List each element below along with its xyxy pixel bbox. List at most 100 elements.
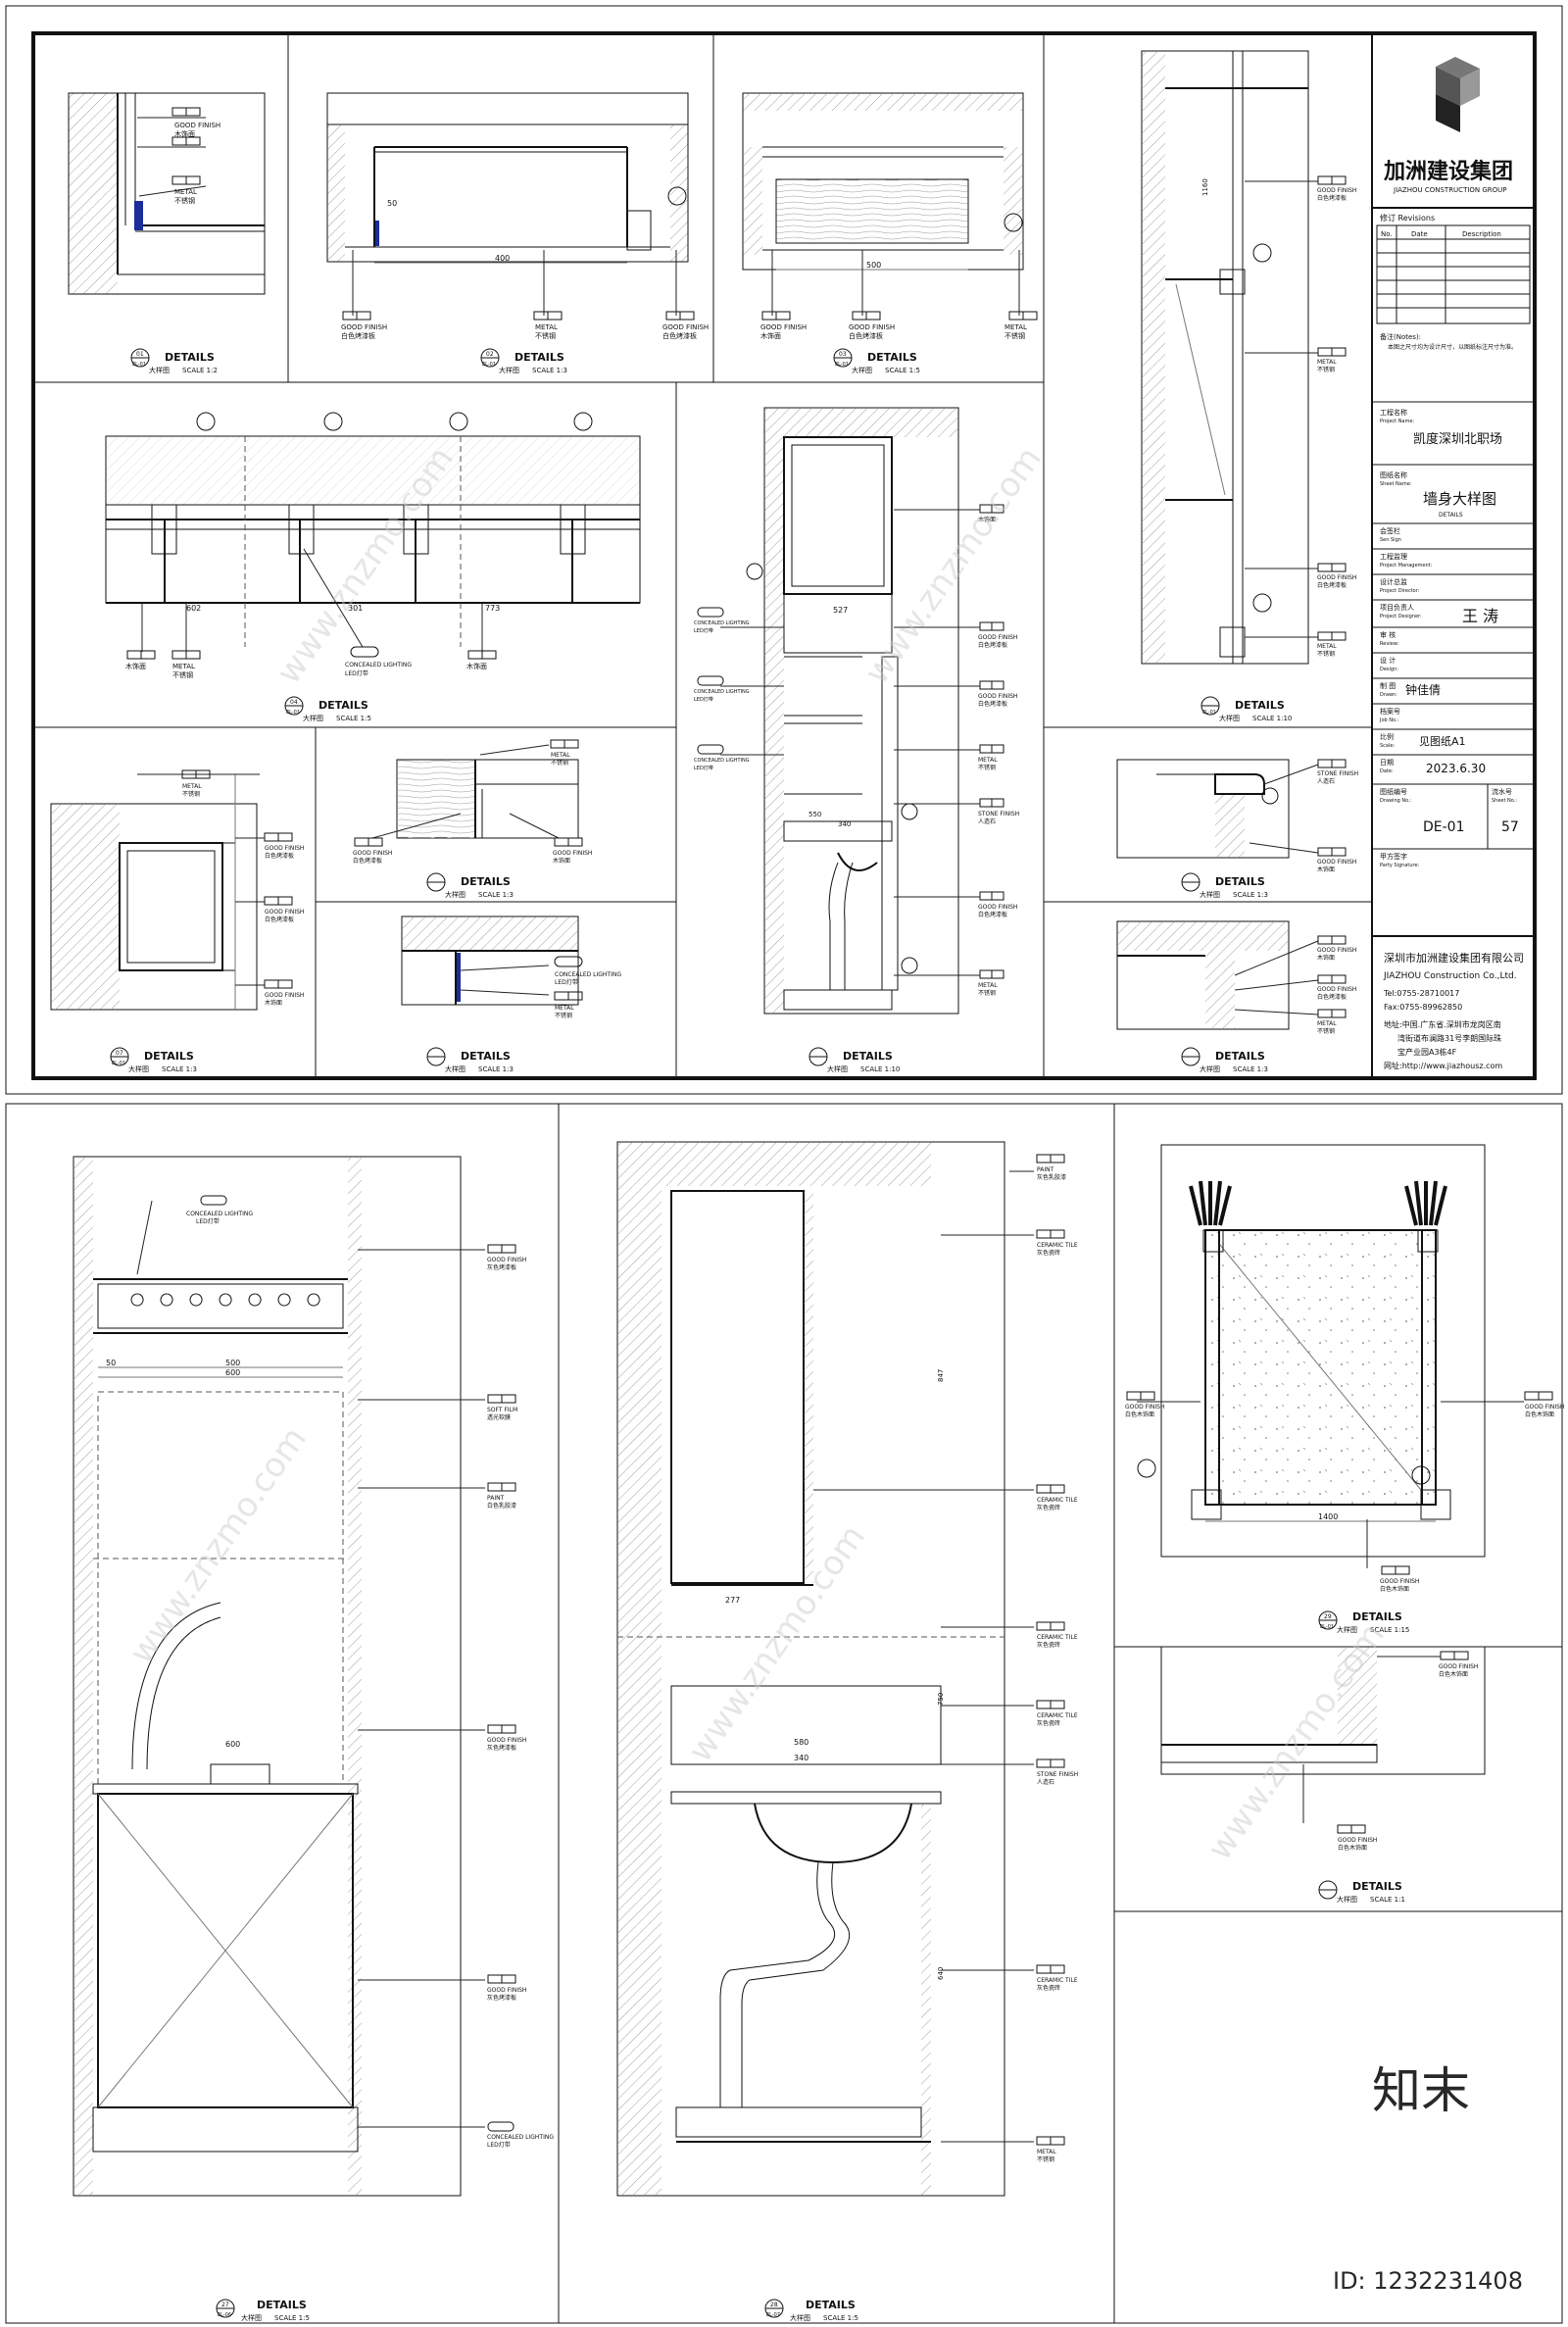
label-good-finish: GOOD FINISH	[265, 909, 304, 916]
firm-address-3: 宝产业园A3栋4F	[1397, 1047, 1457, 1057]
label-concealed-lighting: CONCEALED LIGHTING	[186, 1211, 253, 1217]
tag-sub: 大样图	[790, 2313, 810, 2322]
label-good-finish: GOOD FINISH	[487, 1987, 526, 1994]
title-tag-27: 27 EL-06 DETAILS 大样图 SCALE 1:5	[216, 2299, 310, 2322]
row-label: 会签栏	[1380, 526, 1400, 535]
label-wood-white: 白色烤漆板	[265, 916, 294, 923]
designer-label: 项目负责人	[1380, 603, 1414, 612]
tag-sub: 大样图	[852, 366, 872, 374]
label-good-finish: GOOD FINISH	[174, 122, 220, 129]
label-led: LED灯带	[694, 627, 713, 634]
dim-640: 640	[937, 1967, 945, 1980]
label-good-finish: GOOD FINISH	[1525, 1404, 1564, 1411]
review-label-en: Review:	[1380, 641, 1399, 647]
label-stainless: 不锈钢	[174, 196, 195, 205]
detail-28: 277 580 340 847 750 640 PAINT 灰色乳胶漆 CERA…	[616, 1141, 1078, 2322]
label-grey-tile: 灰色瓷砖	[1037, 1249, 1060, 1257]
company-name-cn: 加洲建设集团	[1383, 159, 1513, 184]
label-good-finish: GOOD FINISH	[553, 850, 592, 857]
tag-number: 28	[770, 2302, 778, 2308]
scale-label-en: Scale:	[1380, 743, 1395, 749]
label-concealed-lighting: CONCEALED LIGHTING	[487, 2134, 554, 2141]
firm-web: 网址:http://www.jiazhousz.com	[1384, 1061, 1502, 1070]
label-stone-art: 人造石	[1317, 777, 1335, 785]
company-logo-icon	[1436, 57, 1480, 132]
dim-500: 500	[866, 261, 881, 270]
dim-773: 773	[485, 604, 500, 613]
title-tag-vanity: DETAILS 大样图 SCALE 1:10	[808, 1047, 900, 1073]
label-good-finish: GOOD FINISH	[1317, 187, 1356, 194]
label-grey-tile: 灰色瓷砖	[1037, 1641, 1060, 1649]
tag-scale: SCALE 1:5	[885, 367, 920, 374]
firm-tel: Tel:0755-28710017	[1383, 989, 1459, 998]
label-good-finish: GOOD FINISH	[1380, 1578, 1419, 1585]
row-label: 设计总监	[1380, 577, 1407, 586]
tag-sub: 大样图	[149, 366, 170, 374]
watermark-site: www.znzmo.com	[681, 1518, 873, 1769]
label-concealed-lighting: CONCEALED LIGHTING	[345, 662, 412, 668]
tag-title: DETAILS	[867, 351, 917, 364]
label-good-finish: GOOD FINISH	[978, 693, 1017, 700]
row-label-en: Sen Sign	[1380, 537, 1401, 543]
tag-number: 27	[221, 2302, 229, 2308]
sheet-name-en: DETAILS	[1439, 512, 1463, 519]
label-grey-tile: 灰色瓷砖	[1037, 1719, 1060, 1727]
tag-title: DETAILS	[461, 875, 511, 888]
dim-400: 400	[495, 254, 510, 263]
title-tag-stone: DETAILS 大样图 SCALE 1:3	[1181, 872, 1268, 899]
tag-sub: 大样图	[128, 1064, 149, 1073]
label-stainless: 不锈钢	[555, 1012, 572, 1019]
label-led: LED灯带	[487, 2141, 511, 2149]
upper-detail-titles: 01 EL-01 DETAILS 大样图 SCALE 1:2 02 EL-01 …	[110, 348, 1292, 1073]
label-wood-white: 白色烤漆板	[849, 331, 883, 340]
label-good-finish: GOOD FINISH	[1317, 574, 1356, 581]
label-stone-finish: STONE FINISH	[1037, 1771, 1078, 1778]
label-led: LED灯带	[196, 1217, 220, 1225]
review-label: 审 核	[1380, 630, 1396, 639]
tag-ref: EL-07	[766, 2312, 780, 2318]
label-metal: METAL	[1317, 643, 1337, 650]
tag-sub: 大样图	[499, 366, 519, 374]
drawer-signature: 钟佳倩	[1405, 682, 1441, 697]
dim-580: 580	[794, 1738, 808, 1747]
title-tag-01: 01 EL-01 DETAILS 大样图 SCALE 1:2	[130, 348, 218, 374]
label-stainless: 不锈钢	[1037, 2155, 1054, 2163]
tag-sub: 大样图	[1200, 890, 1220, 899]
title-tag-29: 29 EL-01 DETAILS 大样图 SCALE 1:15	[1318, 1610, 1409, 1634]
tag-title: DETAILS	[1235, 699, 1285, 712]
dim-340: 340	[838, 820, 851, 828]
tag-ref: EL-01	[132, 362, 146, 368]
notes-text: 本图之尺寸均为设计尺寸，以图纸标注尺寸为准。	[1388, 343, 1517, 351]
party-label: 甲方签字	[1380, 852, 1407, 861]
label-good-finish: GOOD FINISH	[662, 323, 709, 331]
detail-04: 602 301 773 木饰面 METAL 不锈钢 CONCEALED LIGH…	[105, 412, 641, 679]
tag-sub: 大样图	[1337, 1895, 1357, 1904]
drawing-no-label: 图纸编号	[1380, 787, 1407, 796]
tag-title: DETAILS	[843, 1050, 893, 1063]
tag-title: DETAILS	[1352, 1880, 1402, 1893]
label-good-finish: GOOD FINISH	[849, 323, 895, 331]
dim-50: 50	[106, 1359, 116, 1367]
label-stainless: 不锈钢	[551, 759, 568, 767]
detail-29: 1400 GOOD FINISH 白色木饰面 GOOD FINISH 白色木饰面…	[1125, 1144, 1564, 1634]
label-white-wood: 白色木饰面	[1380, 1585, 1409, 1593]
tag-number: 02	[486, 351, 494, 358]
label-good-finish: GOOD FINISH	[1338, 1837, 1377, 1844]
title-tag-28: 28 EL-07 DETAILS 大样图 SCALE 1:5	[764, 2299, 858, 2322]
row-label-en: Project Management:	[1380, 563, 1433, 569]
tag-ref: EL-01	[835, 362, 849, 368]
tag-scale: SCALE 1:1	[1370, 1896, 1405, 1904]
rev-col-no: No.	[1381, 230, 1393, 238]
tag-scale: SCALE 1:3	[478, 891, 514, 899]
label-metal: METAL	[1317, 359, 1337, 366]
tag-sub: 大样图	[1219, 714, 1240, 722]
title-block: 加洲建设集团 JIAZHOU CONSTRUCTION GROUP 修订 Rev…	[1372, 57, 1535, 1070]
label-good-finish: GOOD FINISH	[1317, 947, 1356, 954]
title-tag-wood-corner: DETAILS 大样图 SCALE 1:1	[1318, 1880, 1405, 1904]
row-label-en: Project Director:	[1380, 588, 1420, 594]
label-metal: METAL	[182, 783, 202, 790]
label-good-finish: GOOD FINISH	[353, 850, 392, 857]
label-wood-white: 白色烤漆板	[662, 331, 697, 340]
tag-title: DETAILS	[257, 2299, 307, 2311]
